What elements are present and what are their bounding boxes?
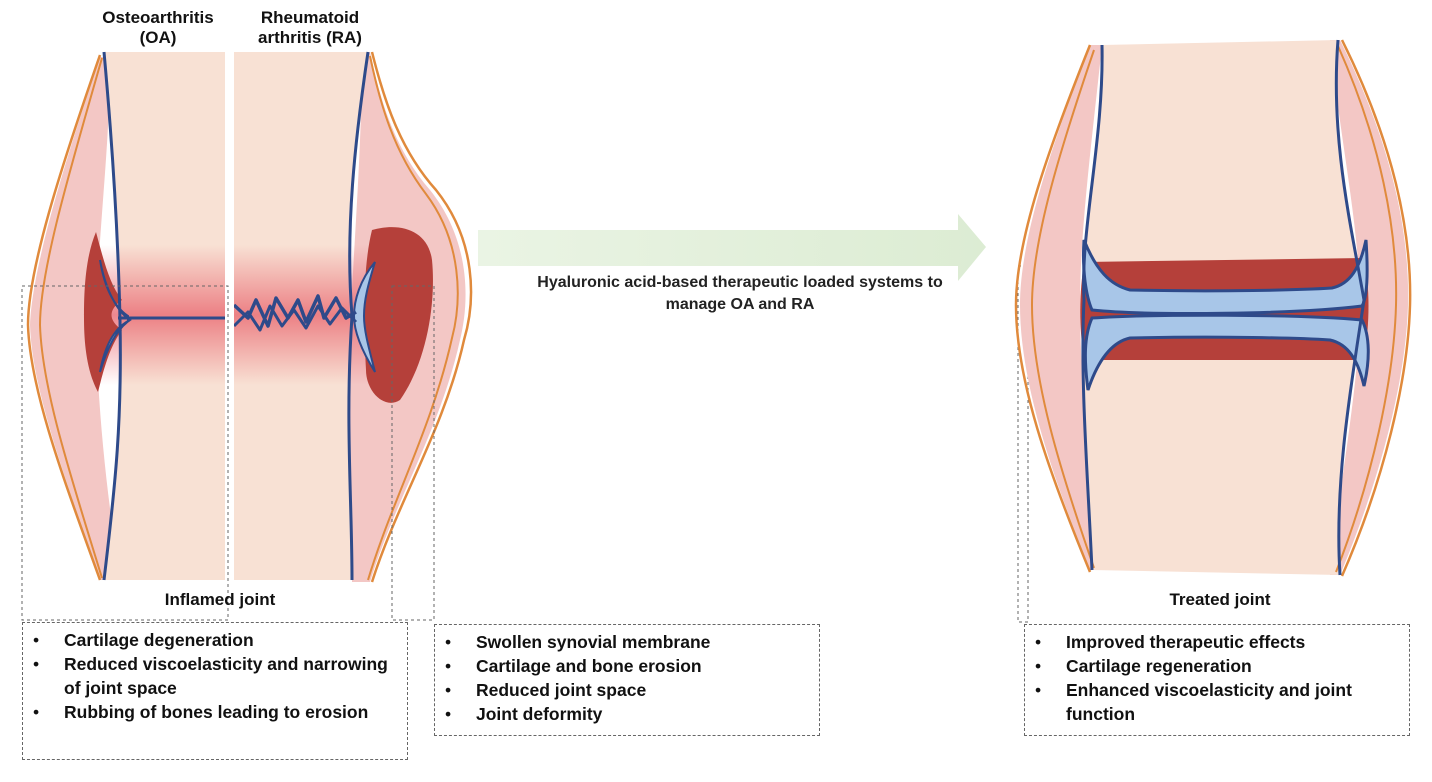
therapy-arrow: [474, 214, 986, 324]
treated-capsule-left-outer: [1014, 44, 1092, 573]
ra-pannus: [364, 227, 433, 403]
inflammation-glow: [100, 245, 370, 385]
treated-outcome-box: Improved therapeutic effects Cartilage r…: [1024, 624, 1410, 736]
capsule-right-inner: [367, 55, 459, 581]
ra-symptom-list: Swollen synovial membrane Cartilage and …: [443, 630, 811, 726]
oa-label: Osteoarthritis (OA): [102, 8, 214, 47]
ra-eroded-joint-line: [232, 294, 357, 328]
list-item: Reduced joint space: [443, 678, 811, 702]
oa-joint-fluid: [84, 232, 122, 392]
capsule-left-outer: [26, 54, 102, 581]
bone-outline-right: [347, 51, 370, 581]
oa-ra-divider: [225, 40, 234, 585]
oa-symptom-list: Cartilage degeneration Reduced viscoelas…: [31, 628, 399, 724]
treated-outcome-list: Improved therapeutic effects Cartilage r…: [1033, 630, 1401, 726]
treated-joint-illustration: [1014, 39, 1412, 577]
list-item: Cartilage degeneration: [31, 628, 399, 652]
list-item: Cartilage regeneration: [1033, 654, 1401, 678]
capsule-right-outer: [370, 51, 473, 583]
treated-capsule-left-inner: [1030, 49, 1095, 569]
therapy-arrow-label: Hyaluronic acid-based therapeutic loaded…: [537, 274, 943, 313]
treated-callout-frame: [1017, 265, 1029, 623]
ra-symptom-box: Swollen synovial membrane Cartilage and …: [434, 624, 820, 736]
oa-callout-frame: [21, 285, 229, 621]
ra-eroded-joint-line-lower: [232, 304, 358, 332]
list-item: Cartilage and bone erosion: [443, 654, 811, 678]
treated-bone-outline-left: [1081, 44, 1104, 571]
treated-cartilage-upper: [1082, 239, 1369, 315]
list-item: Improved therapeutic effects: [1033, 630, 1401, 654]
list-item: Enhanced viscoelasticity and joint funct…: [1033, 678, 1401, 726]
oa-symptom-box: Cartilage degeneration Reduced viscoelas…: [22, 622, 408, 760]
treated-cartilage-lower: [1083, 313, 1370, 391]
ra-callout-frame: [391, 285, 435, 621]
treated-synovium-right: [1330, 40, 1409, 575]
treated-synovium-left: [1020, 45, 1102, 570]
treated-bone-outline-right: [1334, 39, 1366, 576]
treated-joint-label: Treated joint: [1169, 590, 1271, 609]
list-item: Joint deformity: [443, 702, 811, 726]
treated-capsule-right-outer: [1340, 39, 1412, 577]
list-item: Swollen synovial membrane: [443, 630, 811, 654]
synovium-left: [30, 57, 120, 580]
list-item: Rubbing of bones leading to erosion: [31, 700, 399, 724]
ra-cartilage: [352, 261, 376, 373]
list-item: Reduced viscoelasticity and narrowing of…: [31, 652, 399, 700]
inflamed-joint-illustration: [26, 40, 473, 585]
ra-label: Rheumatoid arthritis (RA): [258, 8, 362, 47]
bone-outline-left: [102, 51, 122, 581]
treated-capsule-right-inner: [1335, 45, 1398, 573]
inflamed-joint-label: Inflamed joint: [164, 590, 276, 609]
capsule-left-inner: [38, 57, 103, 579]
